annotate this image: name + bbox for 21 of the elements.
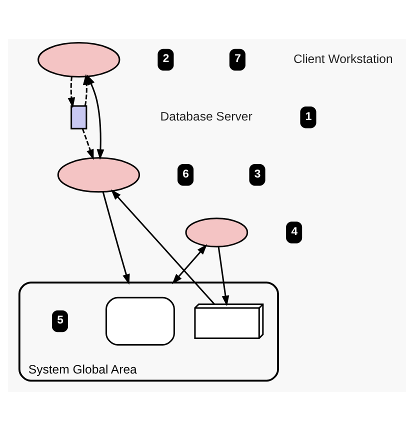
arrow <box>110 189 215 304</box>
label: 2 <box>162 53 170 66</box>
node-ellipse <box>57 157 140 193</box>
label: 4 <box>291 226 298 238</box>
arrow <box>82 74 90 106</box>
label: 7 <box>234 53 241 66</box>
node-ellipse <box>38 42 120 78</box>
node-ellipse <box>185 218 248 248</box>
node-box <box>106 296 175 346</box>
label: Client Workstation <box>293 52 393 66</box>
label: 6 <box>182 168 189 180</box>
arrow <box>102 192 130 285</box>
label: 1 <box>305 110 312 123</box>
arrow <box>68 76 76 108</box>
node-box <box>70 105 88 130</box>
arrow <box>82 128 94 160</box>
label: Database Server <box>160 110 252 124</box>
arrow <box>172 244 208 284</box>
label: 5 <box>57 314 64 327</box>
arrow <box>218 246 230 306</box>
label: 3 <box>254 168 261 180</box>
